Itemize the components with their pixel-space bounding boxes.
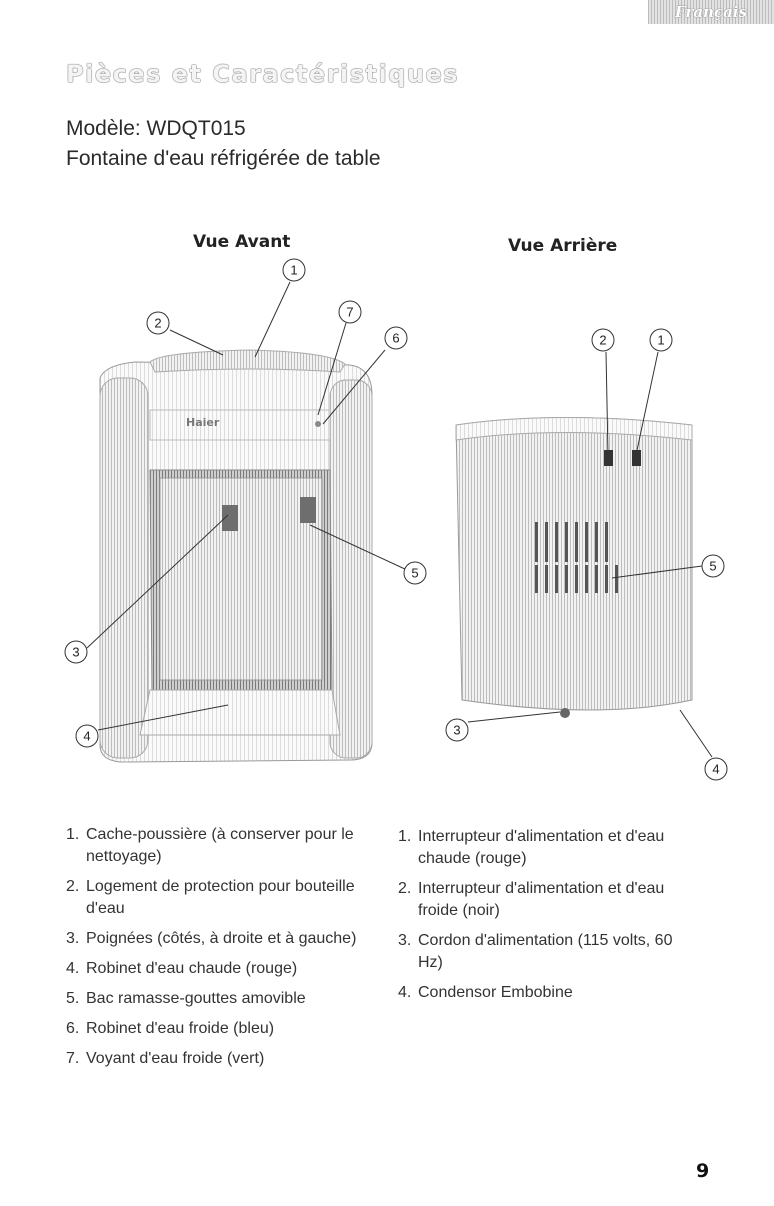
back-parts-list: 1.Interrupteur d'alimentation et d'eau c… bbox=[398, 826, 698, 1012]
front-callout-1: 1 bbox=[283, 259, 305, 281]
svg-text:4: 4 bbox=[712, 762, 719, 777]
drip-tray bbox=[140, 690, 340, 735]
front-callout-3: 3 bbox=[65, 641, 87, 663]
back-part-item: 1.Interrupteur d'alimentation et d'eau c… bbox=[398, 826, 698, 870]
back-callout-4: 4 bbox=[705, 758, 727, 780]
front-callout-6: 6 bbox=[385, 327, 407, 349]
svg-text:2: 2 bbox=[154, 316, 161, 331]
svg-text:3: 3 bbox=[72, 645, 79, 660]
back-callout-3: 3 bbox=[446, 719, 468, 741]
back-callout-1: 1 bbox=[650, 329, 672, 351]
svg-text:7: 7 bbox=[346, 305, 353, 320]
front-dispenser-illustration: Haier bbox=[100, 350, 372, 762]
front-callout-2: 2 bbox=[147, 312, 169, 334]
front-callout-4: 4 bbox=[76, 725, 98, 747]
front-part-item: 4.Robinet d'eau chaude (rouge) bbox=[66, 958, 376, 980]
svg-text:5: 5 bbox=[411, 566, 418, 581]
front-callout-5: 5 bbox=[404, 562, 426, 584]
back-callout-2: 2 bbox=[592, 329, 614, 351]
power-cord bbox=[560, 708, 570, 718]
back-part-item: 3.Cordon d'alimentation (115 volts, 60 H… bbox=[398, 930, 698, 974]
svg-text:6: 6 bbox=[392, 331, 399, 346]
svg-text:3: 3 bbox=[453, 723, 460, 738]
svg-text:5: 5 bbox=[709, 559, 716, 574]
back-callout-5: 5 bbox=[702, 555, 724, 577]
back-part-item: 4.Condensor Embobine bbox=[398, 982, 698, 1004]
svg-text:1: 1 bbox=[657, 333, 664, 348]
svg-text:1: 1 bbox=[290, 263, 297, 278]
front-callout-7: 7 bbox=[339, 301, 361, 323]
condenser-coil bbox=[535, 522, 618, 593]
back-part-item: 2.Interrupteur d'alimentation et d'eau f… bbox=[398, 878, 698, 922]
back-dispenser-illustration bbox=[456, 418, 692, 719]
front-part-item: 2.Logement de protection pour bouteille … bbox=[66, 876, 376, 920]
svg-text:4: 4 bbox=[83, 729, 90, 744]
front-part-item: 5.Bac ramasse-gouttes amovible bbox=[66, 988, 376, 1010]
front-part-item: 6.Robinet d'eau froide (bleu) bbox=[66, 1018, 376, 1040]
page-number: 9 bbox=[696, 1160, 709, 1182]
front-part-item: 3.Poignées (côtés, à droite et à gauche) bbox=[66, 928, 376, 950]
front-part-item: 7.Voyant d'eau froide (vert) bbox=[66, 1048, 376, 1070]
front-parts-list: 1.Cache-poussière (à conserver pour le n… bbox=[66, 824, 376, 1078]
cold-indicator-light bbox=[315, 421, 321, 427]
cold-water-faucet bbox=[300, 497, 316, 523]
product-diagram: Haier 1 2 7 bbox=[0, 0, 774, 800]
cold-power-switch bbox=[604, 450, 613, 466]
front-part-item: 1.Cache-poussière (à conserver pour le n… bbox=[66, 824, 376, 868]
brand-logo: Haier bbox=[186, 416, 220, 429]
svg-text:2: 2 bbox=[599, 333, 606, 348]
